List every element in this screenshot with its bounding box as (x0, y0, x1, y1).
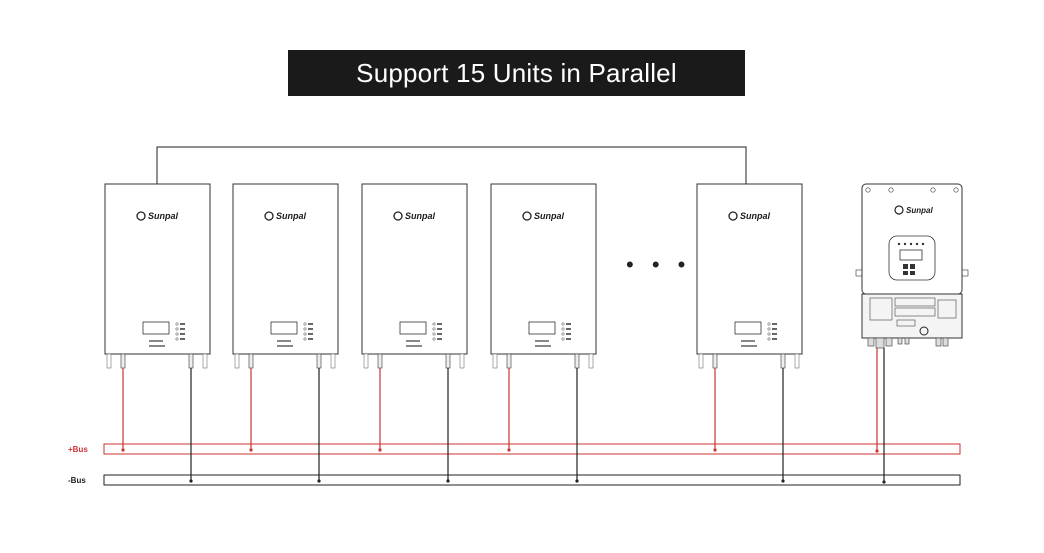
sunpal-logo-icon (728, 211, 738, 221)
inverter-logo-icon (894, 205, 904, 215)
sunpal-logo-icon (136, 211, 146, 221)
battery-display (270, 321, 298, 335)
more-units-ellipsis: • • • (626, 252, 691, 277)
battery-brand: Sunpal (276, 211, 307, 221)
negative-bus-bar (103, 474, 961, 486)
inverter-unit: Sunpal (855, 183, 969, 484)
battery-brand: Sunpal (148, 211, 179, 221)
battery-unit: Sunpal (696, 183, 803, 483)
title-banner: Support 15 Units in Parallel (288, 50, 745, 96)
battery-display (142, 321, 170, 335)
battery-unit: Sunpal (232, 183, 339, 483)
battery-case (490, 183, 597, 355)
battery-units: Sunpal Sunpal Sunpal Sunpal Sunpal (104, 183, 803, 483)
battery-case (696, 183, 803, 355)
title-text: Support 15 Units in Parallel (356, 57, 677, 88)
comm-link-line (156, 146, 747, 184)
battery-case (232, 183, 339, 355)
battery-display (399, 321, 427, 335)
battery-unit: Sunpal (361, 183, 468, 483)
battery-display (734, 321, 762, 335)
battery-unit: Sunpal (490, 183, 597, 483)
positive-bus-bar (103, 443, 961, 455)
negative-bus-label: -Bus (68, 476, 86, 485)
battery-display (528, 321, 556, 335)
battery-case (361, 183, 468, 355)
battery-unit: Sunpal (104, 183, 211, 483)
sunpal-logo-icon (393, 211, 403, 221)
battery-brand: Sunpal (740, 211, 771, 221)
battery-brand: Sunpal (534, 211, 565, 221)
inverter-brand: Sunpal (906, 206, 933, 215)
sunpal-logo-icon (264, 211, 274, 221)
battery-case (104, 183, 211, 355)
sunpal-logo-icon (522, 211, 532, 221)
battery-brand: Sunpal (405, 211, 436, 221)
positive-bus-label: +Bus (68, 445, 88, 454)
inverter-display (899, 249, 923, 261)
